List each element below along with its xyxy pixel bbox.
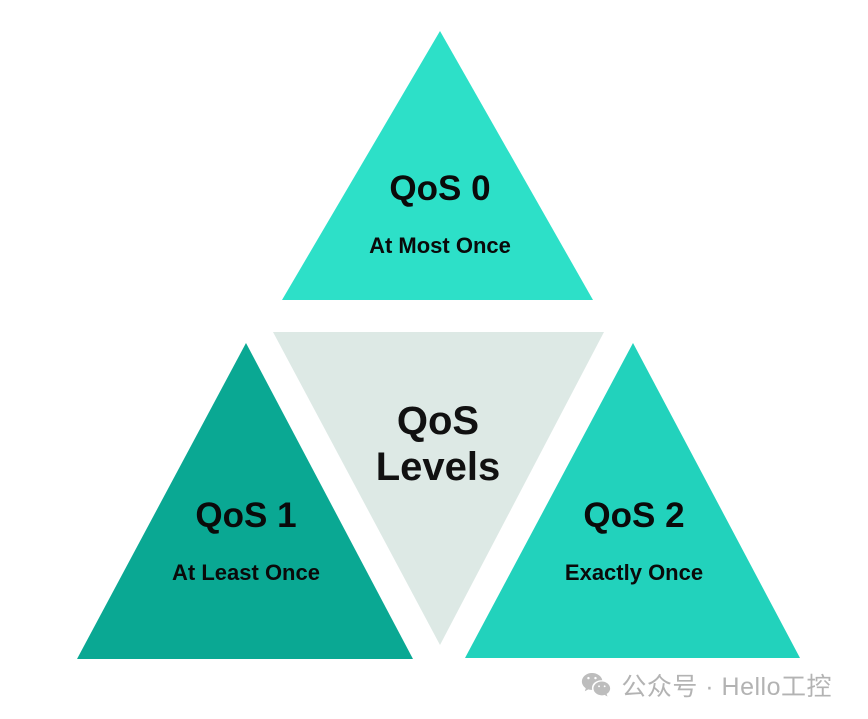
wechat-icon — [581, 672, 611, 698]
label-qos2-subtitle: Exactly Once — [565, 560, 703, 585]
wechat-icon-glyph — [582, 673, 611, 697]
watermark: 公众号 · Hello工控 — [581, 667, 832, 703]
label-center-line1: QoS — [397, 399, 479, 443]
label-qos0-subtitle: At Most Once — [369, 233, 511, 258]
triangle-qos1[interactable] — [77, 343, 413, 659]
watermark-text: 公众号 · Hello工控 — [621, 673, 832, 701]
label-qos1-subtitle: At Least Once — [172, 560, 320, 585]
triangle-qos0[interactable] — [282, 31, 593, 300]
label-qos2-heading: QoS 2 — [583, 496, 684, 535]
label-center-line2: Levels — [376, 445, 501, 489]
label-qos1-heading: QoS 1 — [195, 496, 296, 535]
label-qos0-heading: QoS 0 — [389, 169, 490, 208]
center-triangle-qos-levels — [273, 332, 604, 645]
triangle-qos2[interactable] — [465, 343, 800, 658]
